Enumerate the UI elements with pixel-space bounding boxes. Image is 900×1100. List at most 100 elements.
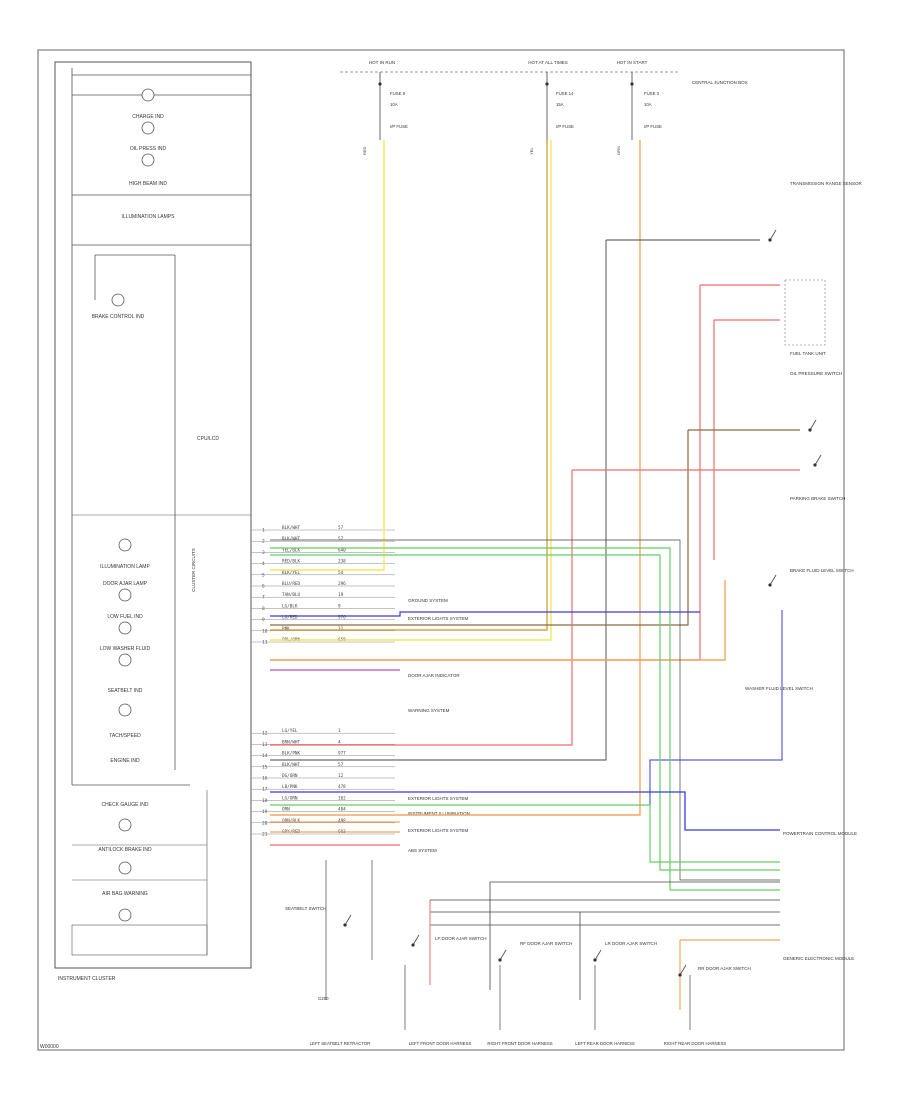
fuse-box: I/P FUSE	[390, 124, 408, 129]
pin-number: 11	[262, 640, 268, 646]
power-note: CENTRAL JUNCTION BOX	[692, 80, 748, 85]
component-label: FUEL TANK UNIT	[790, 351, 826, 356]
circuit-number: 640	[338, 547, 346, 553]
circuit-number: 31	[338, 626, 344, 632]
switch-contact	[498, 958, 502, 962]
component-label: BRAKE FLUID LEVEL SWITCH	[790, 568, 854, 573]
switch-label: RR DOOR AJAR SWITCH	[698, 966, 751, 971]
wire-brown	[270, 430, 689, 626]
pin-number: 1	[262, 528, 265, 534]
wire-color-tag: ORN	[282, 807, 290, 813]
fuse-icon	[630, 82, 634, 86]
circuit-number: 977	[338, 751, 346, 757]
right-components: TRANSMISSION RANGE SENSOR FUEL TANK UNIT…	[745, 181, 863, 961]
destination-labels: GROUND SYSTEM EXTERIOR LIGHTS SYSTEM DOO…	[408, 598, 470, 853]
module-label: CPU/LCD	[197, 436, 219, 442]
wire-color-tag: LG/BLK	[282, 603, 298, 609]
wire-blue	[270, 611, 700, 617]
ground-label: G200	[318, 996, 329, 1001]
bulb-label: CHARGE IND	[132, 114, 164, 120]
bulb-label: HIGH BEAM IND	[129, 181, 167, 187]
circuit-number: 478	[338, 784, 346, 790]
circuit-number: 12	[338, 773, 344, 779]
wire-yellow	[270, 140, 552, 641]
switch-caption: LEFT SEATBELT RETRACTOR	[310, 1041, 371, 1046]
wire-color: YEL	[529, 147, 534, 155]
wire-blue	[649, 610, 783, 830]
pin-number: 10	[262, 628, 268, 634]
bulb-label: ILLUMINATION LAMPS	[122, 214, 176, 220]
pin-number: 7	[262, 595, 265, 601]
destination-label: GROUND SYSTEM	[408, 598, 448, 603]
wire-color-tag: LB/PNK	[282, 784, 298, 790]
wire-color-tag: LG/ORN	[282, 795, 298, 801]
pin-number: 15	[262, 764, 268, 770]
lower-lamp-label: TACH/SPEED	[109, 733, 141, 739]
pin-number: 5	[262, 572, 265, 578]
circuit-number: 57	[338, 525, 344, 531]
switch-icon	[499, 949, 507, 961]
switch-label: RF DOOR AJAR SWITCH	[520, 941, 572, 946]
wire-color-tag: BLK/YEL	[282, 570, 301, 576]
module-side-label: CLUSTER CIRCUITS	[191, 548, 196, 592]
switch-icon	[769, 229, 777, 241]
wire-red	[270, 470, 573, 746]
switch-caption: RIGHT REAR DOOR HARNESS	[664, 1041, 727, 1046]
switch-caption: RIGHT FRONT DOOR HARNESS	[487, 1041, 552, 1046]
pin-number: 14	[262, 753, 268, 759]
pin-number: 3	[262, 550, 265, 556]
circuit-number: 484	[338, 807, 346, 813]
destination-label: WARNING SYSTEM	[408, 708, 450, 713]
lower-lamp-label: ENGINE IND	[110, 758, 140, 764]
lower-lamp-label: CHECK GAUGE IND	[102, 802, 149, 808]
pin-number: 9	[262, 617, 265, 623]
switch-icon	[814, 454, 822, 466]
pin-number: 19	[262, 809, 268, 815]
bulb-icon	[141, 153, 155, 167]
fuse-header: HOT IN START	[617, 60, 648, 65]
wire-orange	[270, 580, 726, 661]
wire-color-tag: BRN/WHT	[282, 739, 301, 745]
fuse-rating: 15A	[556, 102, 564, 107]
fuse-label: FUSE 3	[644, 91, 660, 96]
switch-contact	[678, 973, 682, 977]
wire-color-tag: ORN/BLK	[282, 818, 301, 824]
destination-label: EXTERIOR LIGHTS SYSTEM	[408, 616, 469, 621]
switch-label: SEATBELT SWITCH	[285, 906, 326, 911]
circuit-number: 976	[338, 615, 346, 621]
switch-icon	[809, 419, 817, 431]
wire-color-tag: BLK/WHT	[282, 536, 301, 542]
destination-label: EXTERIOR LIGHTS SYSTEM	[408, 828, 469, 833]
wire-color-tag: TAN/BLU	[282, 592, 301, 598]
wire-yellow	[270, 140, 385, 571]
wire-orange	[270, 140, 641, 816]
lower-lamp-label: DOOR AJAR LAMP	[103, 581, 148, 587]
fuse-header: HOT IN RUN	[369, 60, 395, 65]
fuse-box: I/P FUSE	[556, 124, 574, 129]
wire-color-tag: BLK/WHT	[282, 762, 301, 768]
pin-number: 17	[262, 787, 268, 793]
switch-contact	[768, 238, 772, 242]
switch-icon	[769, 574, 777, 586]
pin-number: 20	[262, 820, 268, 826]
circuit-number: 488	[338, 818, 346, 824]
wire-tan	[270, 140, 548, 631]
bottom-switches: SEATBELT SWITCH LF DOOR AJAR SWITCH RF D…	[285, 906, 751, 1046]
pin-number: 16	[262, 776, 268, 782]
pin-number: 4	[262, 561, 265, 567]
bulb-icon	[141, 88, 155, 102]
component-label: POWERTRAIN CONTROL MODULE	[783, 831, 857, 836]
diagram-frame	[37, 49, 845, 1051]
fuse-icon	[378, 82, 382, 86]
wire-color-tag: BLK/WHT	[282, 525, 301, 531]
switch-contact	[808, 428, 812, 432]
lower-lamp-label: ILLUMINATION LAMP	[100, 564, 150, 570]
destination-label: ABS SYSTEM	[408, 848, 437, 853]
circuit-number: 4	[338, 739, 341, 745]
wire-blue	[270, 791, 780, 831]
bulb-icon	[118, 818, 132, 832]
bulb-icon	[141, 121, 155, 135]
circuit-number: 296	[338, 581, 346, 587]
fuse-label: FUSE 8	[390, 91, 406, 96]
fuse-box: I/P FUSE	[644, 124, 662, 129]
